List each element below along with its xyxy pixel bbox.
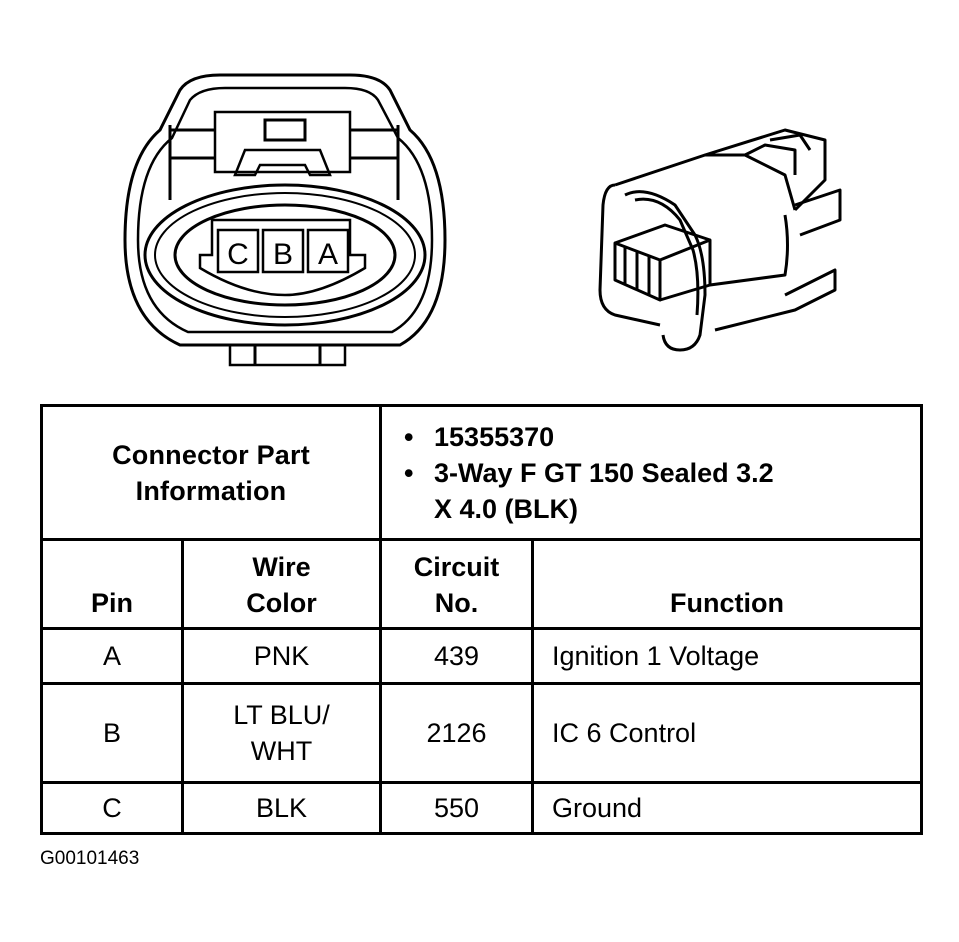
function-cell: IC 6 Control xyxy=(531,682,924,784)
wire-color-cell: BLK xyxy=(180,781,383,835)
circuit-cell: 550 xyxy=(379,781,535,835)
part-info-row: Connector Part Information 15355370 3-Wa… xyxy=(39,404,924,541)
function-cell: Ground xyxy=(531,781,924,835)
circuit-cell: 439 xyxy=(379,627,535,685)
part-info-values: 15355370 3-Way F GT 150 Sealed 3.2 X 4.0… xyxy=(379,404,924,541)
part-description: 3-Way F GT 150 Sealed 3.2 X 4.0 (BLK) xyxy=(404,455,920,527)
pin-cell: A xyxy=(40,627,184,685)
cavity-label-b: B xyxy=(273,238,293,271)
connector-isometric-view xyxy=(598,128,842,352)
table-row: B LT BLU/ WHT 2126 IC 6 Control xyxy=(40,682,924,784)
header-wire-color: Wire Color xyxy=(180,538,383,630)
connector-face-view: C B A xyxy=(123,73,447,367)
table-row: C BLK 550 Ground xyxy=(40,781,924,835)
wire-color-cell: LT BLU/ WHT xyxy=(180,682,383,784)
part-number: 15355370 xyxy=(404,419,920,455)
header-circuit-no: Circuit No. xyxy=(379,538,535,630)
header-function: Function xyxy=(531,538,924,630)
cavity-label-a: A xyxy=(318,238,338,271)
figure-id: G00101463 xyxy=(40,848,140,869)
function-cell: Ignition 1 Voltage xyxy=(531,627,924,685)
wire-color-cell: PNK xyxy=(180,627,383,685)
cavity-label-c: C xyxy=(227,238,249,271)
connector-info-table: Connector Part Information 15355370 3-Wa… xyxy=(39,404,924,835)
pin-cell: C xyxy=(40,781,184,835)
column-header-row: Pin Wire Color Circuit No. Function xyxy=(40,538,924,630)
circuit-cell: 2126 xyxy=(379,682,535,784)
pin-cell: B xyxy=(40,682,184,784)
table-row: A PNK 439 Ignition 1 Voltage xyxy=(40,627,924,685)
part-info-label: Connector Part Information xyxy=(39,404,383,541)
header-pin: Pin xyxy=(40,538,184,630)
